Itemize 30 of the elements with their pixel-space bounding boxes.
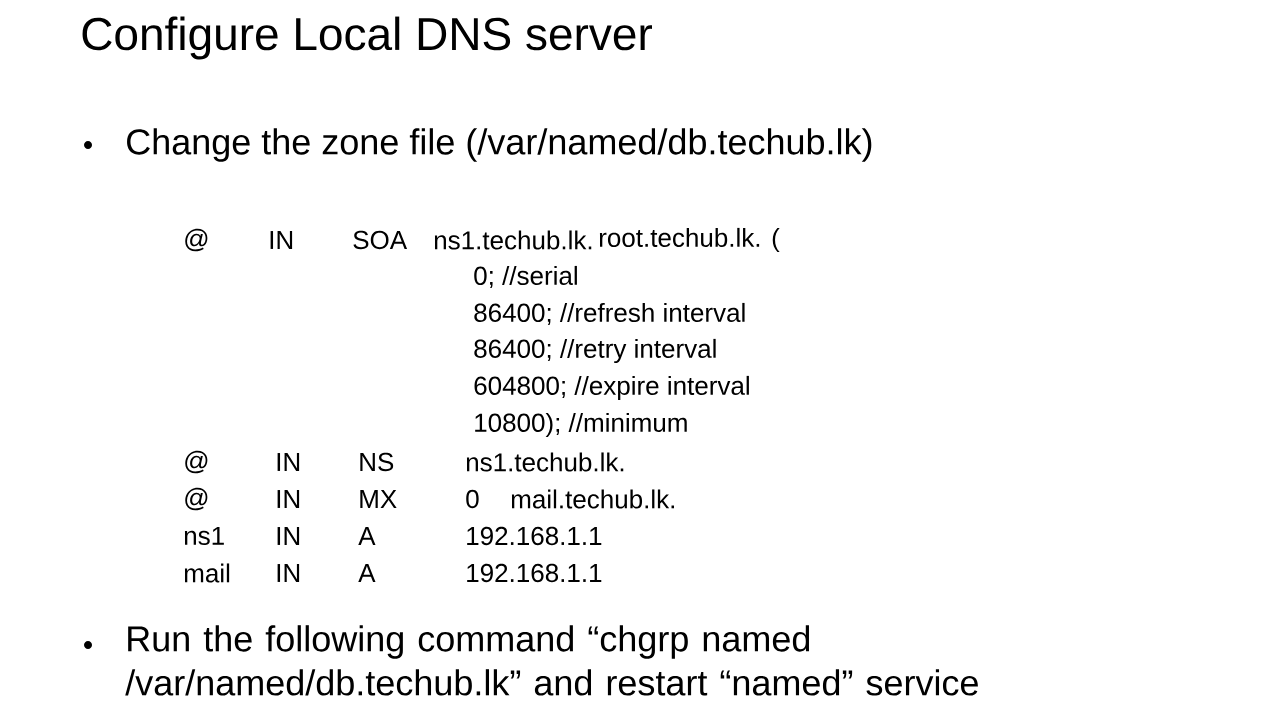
code-text: A: [358, 564, 376, 582]
code-text: IN: [277, 527, 300, 545]
code-text: A: [358, 527, 376, 545]
code-text: 192.168.1.1: [467, 563, 602, 583]
code-text: 604800; //expire interval: [474, 375, 749, 401]
code-text: IN: [270, 231, 293, 249]
code-text: ns1: [184, 526, 224, 546]
code-text: root.techub.lk. (: [599, 227, 780, 253]
slide-title: Configure Local DNS server: [82, 16, 652, 60]
code-text: 86400; //retry interval: [474, 338, 716, 364]
code-text: 10800); //minimum: [475, 412, 687, 438]
code-text: IN: [277, 490, 300, 508]
code-text: @: [185, 450, 208, 474]
code-text: 86400; //refresh interval: [474, 302, 745, 326]
code-text: 192.168.1.1: [467, 526, 602, 546]
code-text: @: [185, 487, 208, 511]
code-text: IN: [277, 564, 300, 582]
bullet-text: Run the following command “chgrp named /var/named/db.techub.lk” and restart “named” service: [125, 625, 978, 696]
code-text: IN: [277, 453, 300, 471]
code-text: mail.techub.lk.: [511, 489, 674, 509]
code-text: mail: [184, 563, 230, 583]
code-text: 0: [466, 489, 479, 509]
code-text: MX: [360, 490, 397, 508]
code-text: SOA: [353, 230, 408, 250]
code-text: 0; //serial: [474, 265, 577, 289]
code-text: @: [185, 228, 208, 252]
code-text: NS: [360, 452, 394, 472]
code-text: ns1.techub.lk.: [466, 452, 624, 472]
code-text: ns1.techub.lk.: [434, 230, 592, 250]
bullet-text: Change the zone file (/var/named/db.techub.lk): [127, 128, 872, 162]
